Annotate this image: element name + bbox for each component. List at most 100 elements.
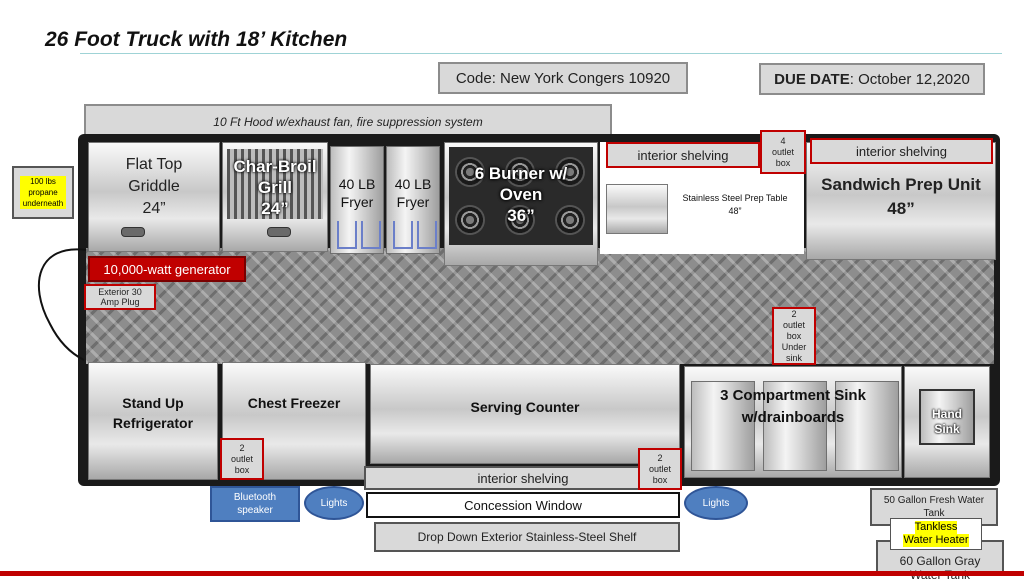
- griddle-line-3: 24”: [142, 200, 166, 217]
- hand-sink-basin: [919, 389, 975, 445]
- prep-table-line-2: 48”: [728, 206, 742, 216]
- hand-sink-line-1: Hand: [932, 407, 962, 421]
- lights-right: Lights: [684, 486, 748, 520]
- grill-line-2: Grill: [257, 177, 292, 197]
- outlet4-line-2: outlet: [771, 146, 795, 157]
- prep-table-line-1: Stainless Steel Prep Table: [682, 193, 788, 203]
- fryer-2: 40 LB Fryer: [386, 146, 440, 254]
- burner-icon: [555, 205, 585, 235]
- fridge-line-1: Stand Up: [122, 395, 184, 411]
- sink3-line-2: w/drainboards: [741, 409, 845, 426]
- propane-label: 100 lbs propane underneath: [20, 176, 66, 209]
- code-label: Code: New York Congers 10920: [438, 62, 688, 94]
- burner-icon: [555, 157, 585, 187]
- due-date: DUE DATE: October 12,2020: [759, 63, 985, 95]
- fryer2-line-1: 40 LB: [394, 176, 432, 192]
- griddle-knob: [121, 227, 145, 237]
- outlet-under-sink: 2 outlet box Under sink: [772, 307, 816, 365]
- burner-icon: [455, 205, 485, 235]
- outlet-right-line-3: box: [652, 474, 668, 485]
- sink-basin: [691, 381, 755, 471]
- burner-icon: [505, 157, 535, 187]
- outlet-under-line-5: sink: [785, 352, 802, 363]
- interior-shelving-top-right: interior shelving: [810, 138, 993, 164]
- fridge-line-2: Refrigerator: [112, 415, 194, 431]
- propane-box: 100 lbs propane underneath: [12, 166, 74, 219]
- due-date-value: : October 12,2020: [849, 70, 970, 88]
- kitchen-floor: [86, 248, 994, 364]
- stand-up-refrigerator: Stand Up Refrigerator: [88, 362, 218, 480]
- outlet-right-line-2: outlet: [648, 463, 672, 474]
- fryer2-line-2: Fryer: [396, 194, 430, 210]
- interior-shelving-top-left: interior shelving: [606, 142, 760, 168]
- outlet-right-line-1: 2: [657, 452, 663, 463]
- outlet-left-line-3: box: [234, 464, 250, 475]
- grill-line-1: Char-Broil: [233, 156, 317, 176]
- flat-top-griddle: Flat Top Griddle 24”: [88, 142, 220, 252]
- title-divider: [80, 53, 1002, 54]
- burner-grates: [449, 147, 593, 245]
- burner-line-3: 36”: [507, 205, 535, 225]
- fryer1-line-1: 40 LB: [338, 176, 376, 192]
- propane-hose: [37, 248, 87, 361]
- burner-line-1: 6 Burner w/: [474, 163, 568, 183]
- fryer1-line-2: Fryer: [340, 194, 374, 210]
- outlet-under-line-4: Under: [781, 341, 807, 352]
- burner-icon: [505, 205, 535, 235]
- grill-line-3: 24”: [261, 198, 289, 218]
- bluetooth-speaker: Bluetooth speaker: [210, 486, 300, 522]
- three-compartment-sink: 3 Compartment Sink w/drainboards: [684, 366, 902, 478]
- water-heater-line-1: Tankless: [914, 521, 958, 534]
- sandwich-line-2: 48”: [887, 199, 915, 218]
- interior-shelving-bottom: interior shelving: [364, 466, 682, 490]
- burner-line-2: Oven: [499, 184, 543, 204]
- outlet-box-left: 2 outlet box: [220, 438, 264, 480]
- outlet-under-line-2: outlet: [782, 319, 806, 330]
- outlet-box-4: 4 outlet box: [760, 130, 806, 174]
- serving-counter: Serving Counter: [370, 364, 680, 464]
- sink-basin: [835, 381, 899, 471]
- lights-left: Lights: [304, 486, 364, 520]
- outlet-under-line-3: box: [786, 330, 802, 341]
- outlet-left-line-2: outlet: [230, 453, 254, 464]
- fryer-basket: [393, 221, 413, 249]
- fryer-basket: [337, 221, 357, 249]
- due-date-label: DUE DATE: [774, 70, 850, 88]
- outlet-left-line-1: 2: [239, 442, 245, 453]
- fryer-basket: [361, 221, 381, 249]
- burner-icon: [455, 157, 485, 187]
- fryer-basket: [417, 221, 437, 249]
- sink3-line-1: 3 Compartment Sink: [720, 387, 866, 404]
- fresh-water-line-2: Tank: [923, 508, 945, 519]
- gray-water-line-1: 60 Gallon Gray: [899, 554, 981, 568]
- exterior-plug: Exterior 30 Amp Plug: [84, 284, 156, 310]
- sandwich-line-1: Sandwich Prep Unit: [821, 175, 981, 194]
- fresh-water-line-1: 50 Gallon Fresh Water: [883, 495, 985, 506]
- griddle-line-2: Griddle: [128, 178, 180, 195]
- bluetooth-line-1: Bluetooth: [233, 492, 277, 503]
- griddle-line-1: Flat Top: [125, 156, 183, 173]
- concession-window: Concession Window: [366, 492, 680, 518]
- prep-table-image: [606, 184, 668, 234]
- sink-basin: [763, 381, 827, 471]
- outlet-box-right: 2 outlet box: [638, 448, 682, 490]
- drop-down-shelf: Drop Down Exterior Stainless-Steel Shelf: [374, 522, 680, 552]
- water-heater-line-2: Water Heater: [903, 534, 969, 547]
- tankless-water-heater: Tankless Water Heater: [890, 518, 982, 550]
- generator: 10,000-watt generator: [88, 256, 246, 282]
- freezer-label: Chest Freezer: [247, 395, 341, 411]
- hand-sink-line-2: Sink: [934, 422, 960, 436]
- serving-label: Serving Counter: [470, 399, 580, 415]
- page-title: 26 Foot Truck with 18’ Kitchen: [45, 28, 348, 51]
- fryer-1: 40 LB Fryer: [330, 146, 384, 254]
- char-broil-grill: Char-Broil Grill 24”: [222, 142, 328, 252]
- grill-grate: [227, 149, 323, 219]
- bottom-accent-line: [0, 571, 1024, 576]
- outlet4-line-1: 4: [780, 135, 786, 146]
- bluetooth-line-2: speaker: [237, 505, 273, 516]
- outlet4-line-3: box: [775, 157, 791, 168]
- hand-sink: Hand Sink: [904, 366, 990, 478]
- six-burner-oven: 6 Burner w/ Oven 36”: [444, 142, 598, 266]
- grill-knob: [267, 227, 291, 237]
- outlet-under-line-1: 2: [791, 308, 797, 319]
